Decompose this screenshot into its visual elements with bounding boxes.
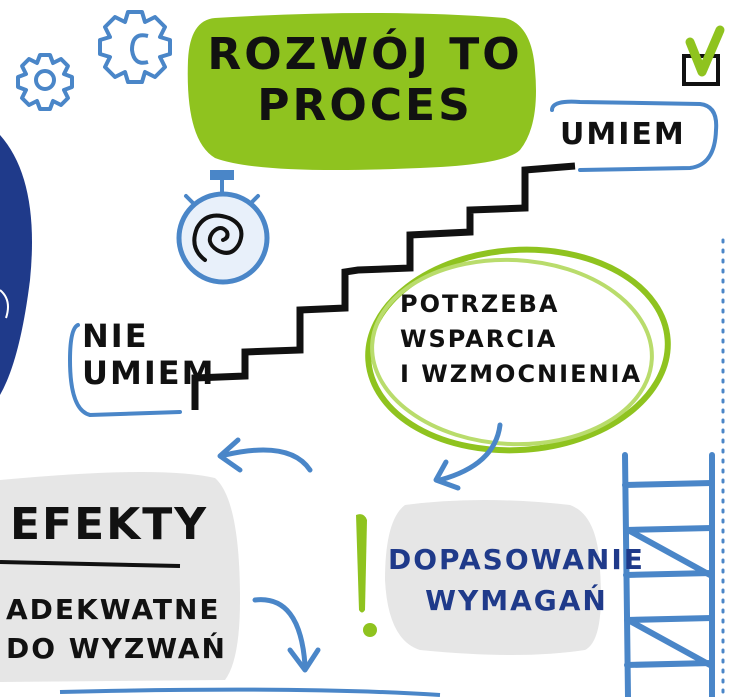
need-circle-inner xyxy=(370,257,654,447)
checkbox-check-icon xyxy=(682,25,725,86)
curved-arrow-icon xyxy=(252,597,321,673)
need-circle xyxy=(365,246,671,454)
stopwatch-spiral-icon xyxy=(176,170,270,285)
curved-arrow-icon xyxy=(217,437,313,473)
navy-side-shape xyxy=(0,135,32,395)
navy-side-stroke xyxy=(0,289,9,319)
staircase xyxy=(191,162,576,410)
curved-arrow-icon xyxy=(433,422,503,491)
ladder-icon xyxy=(622,452,715,697)
nieumiem-bracket xyxy=(67,323,182,418)
exclamation-icon xyxy=(356,514,377,637)
adjust-box xyxy=(385,500,601,655)
effects-box xyxy=(0,471,240,682)
effects-underline xyxy=(0,560,181,568)
umiem-bracket xyxy=(550,99,719,172)
gear-icon xyxy=(98,10,172,84)
gear-icon xyxy=(16,53,74,111)
effects-title: EFEKTY xyxy=(10,499,209,550)
title-blob xyxy=(187,13,536,171)
step-high-label: UMIEM xyxy=(560,117,686,152)
bottom-line xyxy=(59,687,441,697)
